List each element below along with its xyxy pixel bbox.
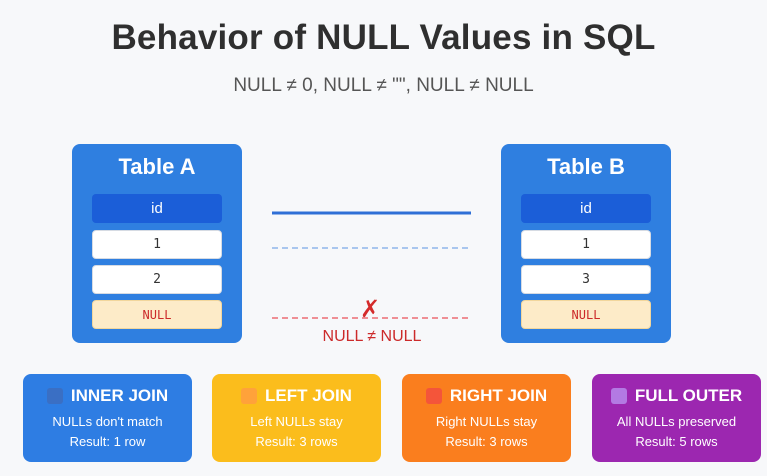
table-a-column-header: id bbox=[92, 194, 222, 223]
join-description: Right NULLs stay bbox=[435, 414, 538, 429]
join-heading: RIGHT JOIN bbox=[402, 386, 571, 406]
join-heading: LEFT JOIN bbox=[212, 386, 381, 406]
join-description: All NULLs preserved bbox=[616, 414, 737, 429]
join-heading: FULL OUTER bbox=[592, 386, 761, 406]
join-description: NULLs don't match bbox=[52, 414, 163, 429]
red-square-icon bbox=[425, 388, 442, 404]
join-heading: INNER JOIN bbox=[23, 386, 192, 406]
join-name: LEFT JOIN bbox=[265, 386, 352, 405]
blue-square-icon bbox=[46, 388, 63, 404]
table-b-row: 1 bbox=[521, 230, 651, 259]
table-a-card: Table A id 1 2 NULL bbox=[72, 144, 242, 343]
join-name: FULL OUTER bbox=[634, 386, 743, 405]
null-cross-icon: ✗ bbox=[359, 296, 381, 323]
join-result: Result: 5 rows bbox=[635, 434, 718, 449]
page-subtitle: NULL ≠ 0, NULL ≠ "", NULL ≠ NULL bbox=[233, 75, 534, 96]
table-a-row: 1 bbox=[92, 230, 222, 259]
orange-square-icon bbox=[241, 388, 258, 404]
join-name: RIGHT JOIN bbox=[449, 386, 548, 405]
join-result: Result: 3 rows bbox=[445, 434, 528, 449]
join-result: Result: 1 row bbox=[69, 434, 146, 449]
full-outer-join-card: FULL OUTER All NULLs preserved Result: 5… bbox=[592, 374, 761, 462]
table-b-row: 3 bbox=[521, 265, 651, 294]
table-b-title: Table B bbox=[547, 154, 625, 179]
table-b-card: Table B id 1 3 NULL bbox=[501, 144, 671, 343]
purple-square-icon bbox=[610, 388, 627, 404]
table-a-row: 2 bbox=[92, 265, 222, 294]
table-b-null-row: NULL bbox=[521, 300, 651, 329]
page-title: Behavior of NULL Values in SQL bbox=[111, 18, 656, 57]
join-result: Result: 3 rows bbox=[255, 434, 338, 449]
join-description: Left NULLs stay bbox=[250, 414, 343, 429]
table-b-column-header: id bbox=[521, 194, 651, 223]
left-join-card: LEFT JOIN Left NULLs stay Result: 3 rows bbox=[212, 374, 381, 462]
table-a-title: Table A bbox=[118, 154, 196, 179]
join-name: INNER JOIN bbox=[70, 386, 169, 405]
null-inequality-label: NULL ≠ NULL bbox=[322, 328, 422, 345]
right-join-card: RIGHT JOIN Right NULLs stay Result: 3 ro… bbox=[402, 374, 571, 462]
inner-join-card: INNER JOIN NULLs don't match Result: 1 r… bbox=[23, 374, 192, 462]
table-a-null-row: NULL bbox=[92, 300, 222, 329]
